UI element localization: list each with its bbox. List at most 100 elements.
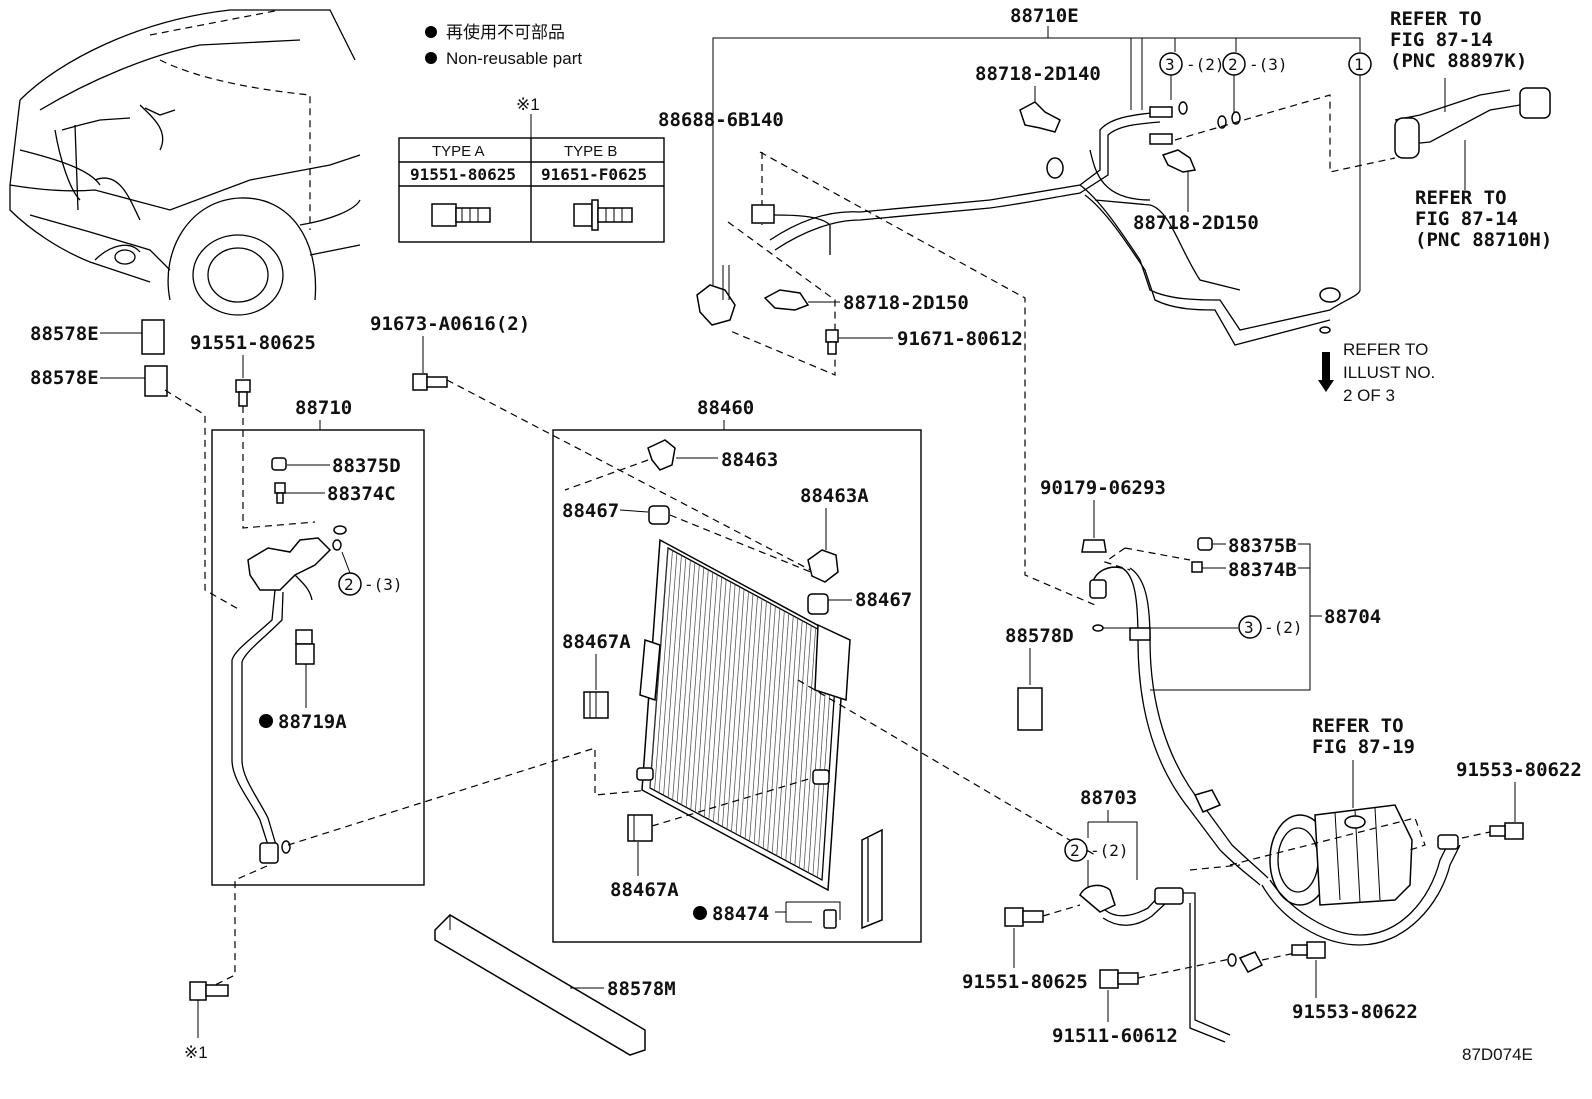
label-91553-80622-b: 91553-80622 xyxy=(1292,1001,1418,1023)
pad-88578D-icon xyxy=(1017,687,1043,731)
note-mark: ※1 xyxy=(516,95,540,114)
label-88578M: 88578M xyxy=(607,978,676,1000)
liquid-line-88703 xyxy=(1079,884,1231,1043)
label-88463A: 88463A xyxy=(800,485,869,507)
cap-88375D-icon xyxy=(271,457,287,471)
label-88467A-1: 88467A xyxy=(562,631,631,653)
svg-text:2: 2 xyxy=(1070,841,1080,860)
label-91551-80625-b: 91551-80625 xyxy=(962,971,1088,993)
svg-text:2 OF 3: 2 OF 3 xyxy=(1343,386,1395,405)
cushion-88467-b-icon xyxy=(807,593,829,615)
label-88374B: 88374B xyxy=(1228,559,1297,581)
svg-text:-(3): -(3) xyxy=(364,575,403,594)
cushion-88467-a-icon xyxy=(648,505,670,525)
refer-fig-87-14-88710H: REFER TO FIG 87-14 (PNC 88710H) xyxy=(1415,187,1552,251)
valve-88374B-icon xyxy=(1191,561,1203,573)
label-88374C: 88374C xyxy=(327,483,396,505)
refer-fig-87-19: REFER TO FIG 87-19 xyxy=(1312,715,1415,758)
label-88467A-2: 88467A xyxy=(610,879,679,901)
pressure-switch-88719A-icon xyxy=(295,629,315,665)
non-reusable-marker-icon xyxy=(259,714,273,728)
clamp-88718-2D150-icon xyxy=(1161,149,1197,173)
svg-text:-(2): -(2) xyxy=(1186,55,1225,74)
receiver-bracket xyxy=(861,828,883,930)
type-a-header: TYPE A xyxy=(432,143,485,160)
condenser-core xyxy=(636,538,851,892)
clamp-88718-2D140-icon xyxy=(1019,101,1061,133)
compressor-icon xyxy=(1269,804,1413,906)
bracket-88463-icon xyxy=(647,439,676,471)
label-88688-6B140: 88688-6B140 xyxy=(658,109,784,131)
svg-text:-(2): -(2) xyxy=(1090,841,1129,860)
callout-3-right xyxy=(1238,615,1262,639)
label-88375D: 88375D xyxy=(332,455,401,477)
svg-text:1: 1 xyxy=(1354,55,1364,74)
bracket-88467A-2-icon xyxy=(627,814,653,842)
type-b-header: TYPE B xyxy=(564,143,617,160)
label-88375B: 88375B xyxy=(1228,535,1297,557)
svg-text:FIG 87-14: FIG 87-14 xyxy=(1415,208,1518,230)
bracket-88463A-icon xyxy=(807,549,839,583)
bolt-type-table: ※1 TYPE A TYPE B 91551-80625 91651-F0625 xyxy=(398,95,665,243)
assembly-88710E: 88710E 3 -(2) 2 -(3) 1 xyxy=(712,5,1396,346)
pad-88578E-2-icon xyxy=(144,365,168,397)
arrow-down-icon xyxy=(1318,352,1334,392)
line-88897K-part xyxy=(1394,78,1551,190)
bolt-91551-80625-icon xyxy=(235,379,251,407)
refer-illust-2-of-3: REFER TO ILLUST NO. 2 OF 3 xyxy=(1318,340,1435,405)
seal-88578M-icon xyxy=(434,914,646,1056)
svg-text:FIG 87-14: FIG 87-14 xyxy=(1390,29,1493,51)
label-88710E: 88710E xyxy=(1010,5,1079,27)
label-88578D: 88578D xyxy=(1005,625,1074,647)
label-91673-A0616: 91673-A0616(2) xyxy=(370,313,530,335)
type-b-code: 91651-F0625 xyxy=(541,165,647,184)
label-88703: 88703 xyxy=(1080,787,1137,809)
bolt-91553-80622-b-icon xyxy=(1291,941,1326,959)
label-88718-2D150-a: 88718-2D150 xyxy=(1133,212,1259,234)
label-90179-06293: 90179-06293 xyxy=(1040,477,1166,499)
callout-2-bottom xyxy=(1064,838,1088,862)
cap-88375B-icon xyxy=(1197,537,1213,551)
svg-text:ILLUST NO.: ILLUST NO. xyxy=(1343,363,1435,382)
label-88718-2D150-b: 88718-2D150 xyxy=(843,292,969,314)
label-88578E-1: 88578E xyxy=(30,323,99,345)
bolt-91553-80622-a-icon xyxy=(1489,822,1524,840)
bolt-type-b-icon xyxy=(573,199,633,231)
pad-88578E-1-icon xyxy=(141,319,165,355)
discharge-line-88710 xyxy=(231,525,347,864)
bolt-91673-A0616-icon xyxy=(412,373,448,391)
svg-text:FIG 87-19: FIG 87-19 xyxy=(1312,736,1415,758)
label-88467-a: 88467 xyxy=(562,500,619,522)
label-88704: 88704 xyxy=(1324,606,1381,628)
bolt-note-1-icon xyxy=(189,981,229,1001)
svg-text:REFER TO: REFER TO xyxy=(1312,715,1404,737)
clamp-88718-2D150-b-icon xyxy=(763,289,810,311)
assembly-88460-box xyxy=(552,429,922,943)
non-reusable-marker-icon xyxy=(425,52,437,64)
legend: 再使用不可部品 Non-reusable part xyxy=(425,22,582,68)
bolt-91671-80612-icon xyxy=(825,329,839,355)
label-91511-60612: 91511-60612 xyxy=(1052,1025,1178,1047)
bolt-91511-60612-icon xyxy=(1099,969,1139,989)
svg-text:-(2): -(2) xyxy=(1264,618,1303,637)
label-88710: 88710 xyxy=(295,397,352,419)
label-88467-b: 88467 xyxy=(855,589,912,611)
label-88578E-2: 88578E xyxy=(30,367,99,389)
refer-fig-87-14-88897K: REFER TO FIG 87-14 (PNC 88897K) xyxy=(1390,8,1527,72)
diagram-code: 87D074E xyxy=(1462,1045,1533,1064)
label-88718-2D140: 88718-2D140 xyxy=(975,63,1101,85)
legend-en: Non-reusable part xyxy=(446,49,582,68)
svg-text:2: 2 xyxy=(344,575,354,594)
sensor-bracket xyxy=(696,151,1096,606)
label-91551-80625-a: 91551-80625 xyxy=(190,332,316,354)
svg-text:REFER TO: REFER TO xyxy=(1343,340,1428,359)
svg-text:2: 2 xyxy=(1228,55,1238,74)
svg-text:3: 3 xyxy=(1165,55,1175,74)
note-mark-bottom: ※1 xyxy=(184,1043,208,1062)
svg-text:REFER TO: REFER TO xyxy=(1390,8,1482,30)
svg-text:(PNC 88897K): (PNC 88897K) xyxy=(1390,50,1527,72)
bracket-88467A-1-icon xyxy=(583,691,609,719)
svg-text:3: 3 xyxy=(1244,618,1254,637)
discharge-hose xyxy=(1261,834,1461,946)
